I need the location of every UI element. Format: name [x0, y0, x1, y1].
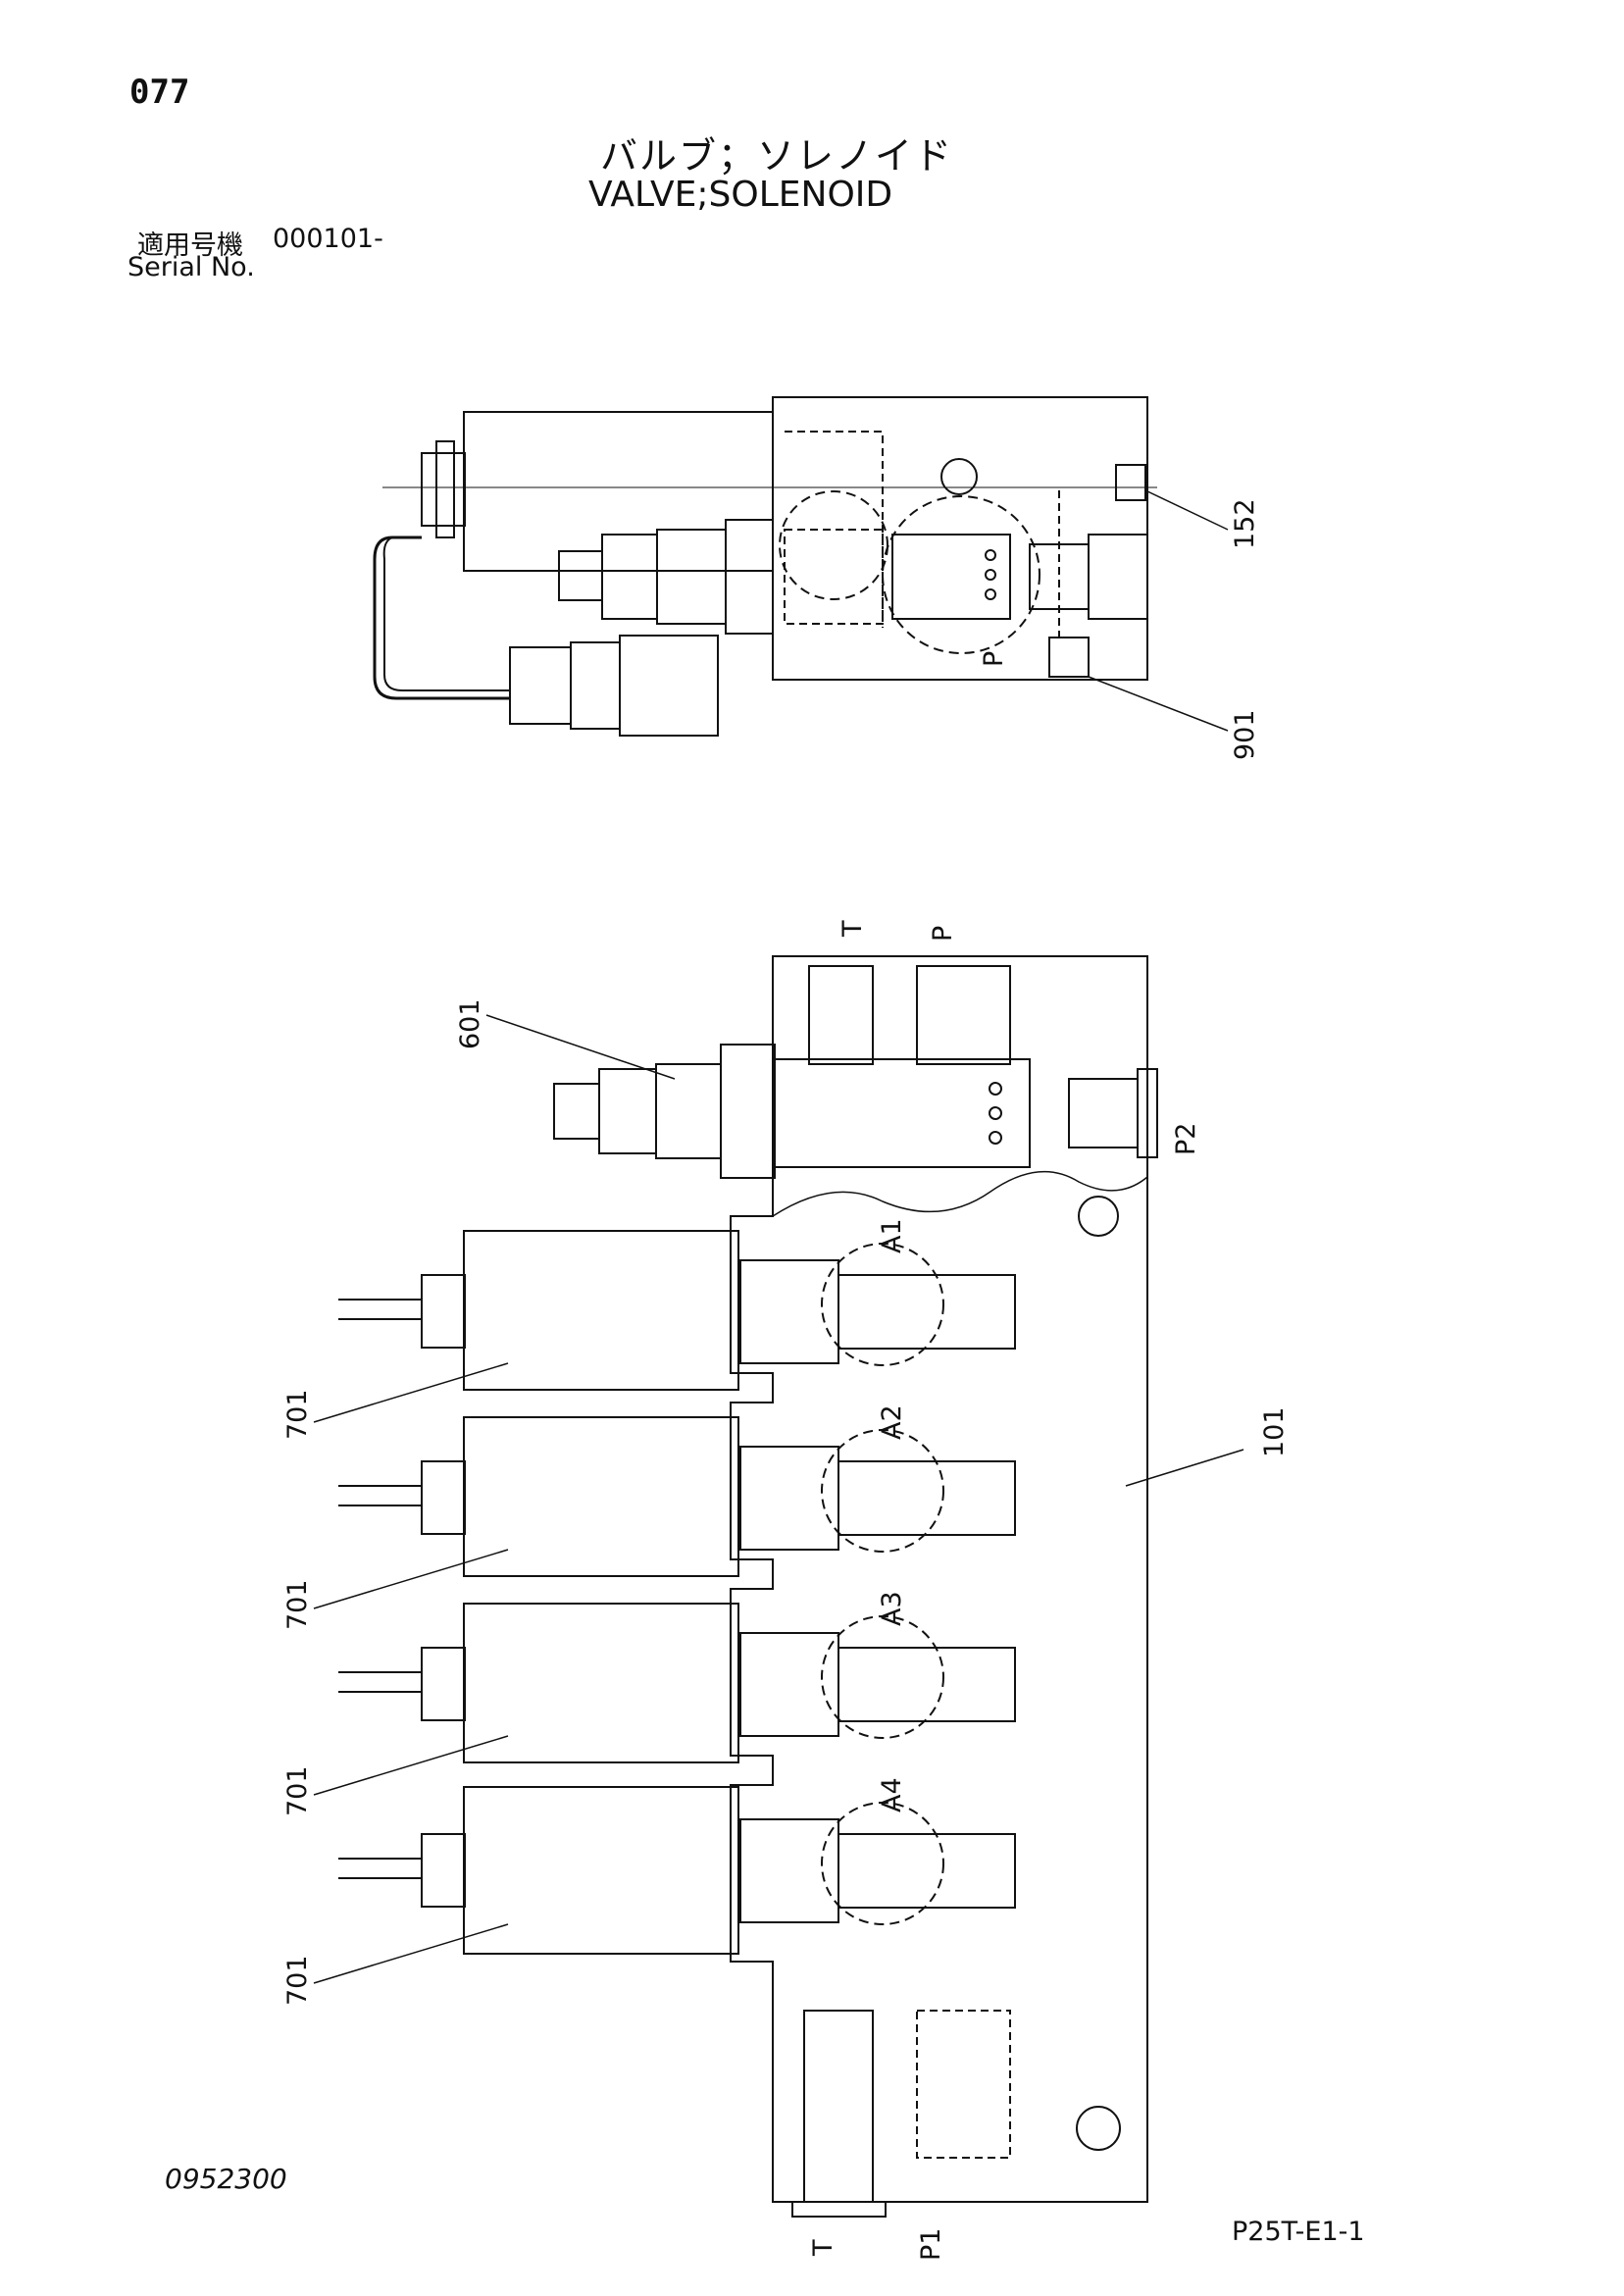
callout-601: 601: [455, 998, 485, 1049]
port-label-p2: P2: [1171, 1123, 1201, 1155]
port-label-t-bottom: T: [808, 2239, 838, 2257]
serial-label-japanese: 適用号機: [137, 230, 243, 261]
port-label-t-top: T: [837, 920, 868, 938]
serial-value: 000101-: [273, 224, 383, 254]
connector-socket: [619, 635, 719, 737]
plug-901: [1048, 637, 1090, 678]
document-number: 0952300: [165, 2163, 287, 2195]
top-view-assembly: [373, 396, 1229, 737]
port-label-p-top: P: [979, 651, 1009, 667]
port-label-a2: A2: [877, 1404, 907, 1440]
top-coil-nut: [421, 452, 466, 527]
solenoid-unit-4: [313, 1786, 1016, 1984]
callout-101: 101: [1259, 1406, 1290, 1457]
callout-152: 152: [1230, 498, 1260, 549]
port-label-p-front: P: [928, 926, 958, 942]
connector-plug: [509, 646, 572, 725]
title-english: VALVE;SOLENOID: [588, 175, 893, 215]
callout-701-1: 701: [282, 1389, 313, 1440]
relief-valve-601: [553, 1044, 1158, 1179]
top-valve-body: [772, 396, 1148, 681]
callout-701-2: 701: [282, 1579, 313, 1630]
port-p2-plug: [1137, 1068, 1158, 1158]
manifold-block-101: [730, 955, 1148, 2203]
serial-label-english: Serial No.: [127, 252, 255, 282]
port-label-a3: A3: [877, 1591, 907, 1626]
title-japanese: バルブ；ソレノイド: [600, 134, 954, 178]
front-view-assembly: [485, 955, 1244, 2218]
wire-harness: [373, 536, 510, 700]
solenoid-unit-3: [313, 1603, 1016, 1796]
callout-701-4: 701: [282, 1955, 313, 2006]
page-number: 077: [129, 73, 190, 112]
plug-152: [1115, 464, 1146, 501]
callout-901: 901: [1230, 709, 1260, 760]
port-label-a4: A4: [877, 1777, 907, 1812]
sheet-code: P25T-E1-1: [1232, 2217, 1365, 2247]
solenoid-unit-2: [313, 1416, 1016, 1609]
port-label-a1: A1: [877, 1218, 907, 1253]
port-label-p1: P1: [916, 2228, 946, 2261]
callout-701-3: 701: [282, 1765, 313, 1816]
solenoid-unit-1: [313, 1230, 1016, 1423]
